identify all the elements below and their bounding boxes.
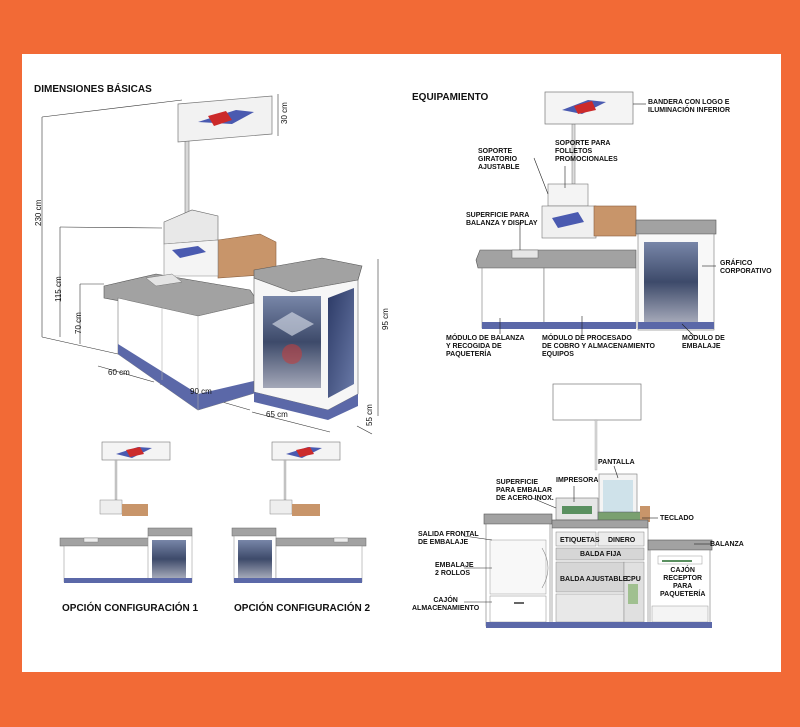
dimension-70: 70 cm (74, 312, 83, 334)
label-keyboard: TECLADO (660, 515, 694, 522)
label-scale: BALANZA (710, 541, 744, 548)
config-option-1-illustration (59, 441, 193, 583)
option-2-caption: OPCIÓN CONFIGURACIÓN 2 (234, 603, 371, 614)
dimension-60: 60 cm (108, 368, 130, 377)
drawing-sheet: DIMENSIONES BÁSICAS EQUIPAMIENTO OPCIÓN … (22, 54, 781, 672)
label-steel-surface: SUPERFICIE PARA EMBALAR DE ACERO INOX. (496, 479, 554, 502)
label-adjustable-shelf: BALDA AJUSTABLE (560, 576, 628, 583)
label-corporate-graphic: GRÁFICO CORPORATIVO (720, 260, 772, 275)
label-brochure-support: SOPORTE PARA FOLLETOS PROMOCIONALES (555, 140, 618, 163)
label-screen: PANTALLA (598, 459, 635, 466)
label-cpu: CPU (626, 576, 641, 583)
config-option-2-illustration (231, 441, 367, 583)
main-counter-illustration (41, 94, 379, 435)
label-fixed-shelf: BALDA FIJA (580, 551, 622, 558)
label-scale-surface: SUPERFICIE PARA BALANZA Y DISPLAY (466, 212, 538, 227)
label-rotating-support: SOPORTE GIRATORIO AJUSTABLE (478, 148, 520, 171)
label-storage-drawer: CAJÓN ALMACENAMIENTO (412, 597, 480, 612)
dimension-55: 55 cm (365, 404, 374, 426)
equipment-title: EQUIPAMIENTO (412, 92, 489, 103)
dimension-30: 30 cm (280, 102, 289, 124)
label-flag: BANDERA CON LOGO E ILUMINACIÓN INFERIOR (648, 99, 731, 114)
label-packing-module: MÓDULO DE EMBALAJE (682, 335, 725, 350)
option-1-caption: OPCIÓN CONFIGURACIÓN 1 (62, 603, 199, 614)
label-labels: ETIQUETAS (560, 537, 600, 544)
dimension-115: 115 cm (54, 276, 63, 302)
dimension-90: 90 cm (190, 387, 212, 396)
equipment-illustration (475, 91, 717, 337)
detail-front-illustration (463, 383, 713, 628)
dimension-95: 95 cm (381, 308, 390, 330)
label-front-exit: SALIDA FRONTAL DE EMBALAJE (418, 531, 479, 546)
label-scale-module: MÓDULO DE BALANZA Y RECOGIDA DE PAQUETER… (446, 335, 525, 358)
dimension-230: 230 cm (34, 199, 43, 226)
dimension-65: 65 cm (266, 410, 288, 419)
basic-dimensions-title: DIMENSIONES BÁSICAS (34, 84, 152, 95)
label-wrap-rolls: EMBALAJE 2 ROLLOS (435, 562, 474, 577)
counter-illustrations (41, 91, 717, 628)
label-receiver-drawer: CAJÓN RECEPTOR PARA PAQUETERÍA (660, 567, 706, 598)
label-money: DINERO (608, 537, 636, 544)
label-printer: IMPRESORA (556, 477, 599, 484)
label-processing-module: MÓDULO DE PROCESADO DE COBRO Y ALMACENAM… (542, 335, 655, 358)
